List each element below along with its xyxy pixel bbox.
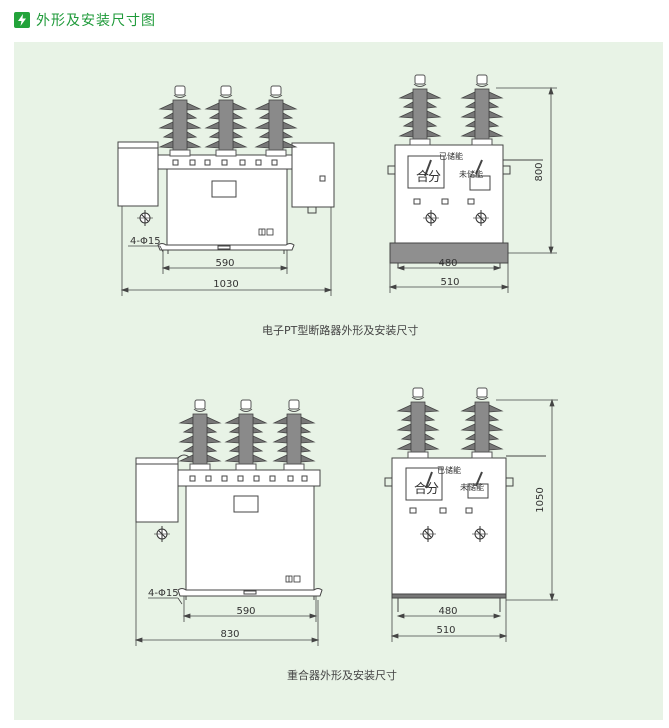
diagram2-caption: 重合器外形及安装尺寸 xyxy=(287,669,397,682)
d2-label-charged: 已储能 xyxy=(437,465,461,475)
diagram1-side-view xyxy=(387,144,543,268)
d1-dim-590: 590 xyxy=(215,258,234,269)
d2-dim-1050: 1050 xyxy=(535,487,546,512)
diagram2-front-view xyxy=(135,454,323,600)
d1-hole-label: 4-Φ15 xyxy=(130,236,161,247)
d2-label-uncharged: 未储能 xyxy=(460,482,484,492)
d2-dim-830: 830 xyxy=(220,629,239,640)
d1-dim-480: 480 xyxy=(438,258,457,269)
section-header: 外形及安装尺寸图 xyxy=(14,11,156,29)
d1-dim-1030: 1030 xyxy=(213,279,238,290)
d1-dim-800: 800 xyxy=(534,162,545,181)
diagram1-caption: 电子PT型断路器外形及安装尺寸 xyxy=(262,324,419,337)
d2-dim-590: 590 xyxy=(236,606,255,617)
d2-dim-480: 480 xyxy=(438,606,457,617)
lightning-icon xyxy=(14,12,30,28)
section-title: 外形及安装尺寸图 xyxy=(36,13,156,29)
d2-label-close: 合 xyxy=(414,482,427,497)
d1-dim-510: 510 xyxy=(440,277,459,288)
d1-label-close: 合 xyxy=(416,170,429,185)
diagram1-front-view xyxy=(117,141,335,254)
d2-label-open: 分 xyxy=(426,482,439,497)
diagram2-side-view xyxy=(384,455,546,612)
d1-label-charged: 已储能 xyxy=(439,151,463,161)
d2-dim-510: 510 xyxy=(436,625,455,636)
d2-hole-label: 4-Φ15 xyxy=(148,588,179,599)
d1-label-open: 分 xyxy=(428,170,441,185)
d1-label-uncharged: 未储能 xyxy=(459,169,483,179)
